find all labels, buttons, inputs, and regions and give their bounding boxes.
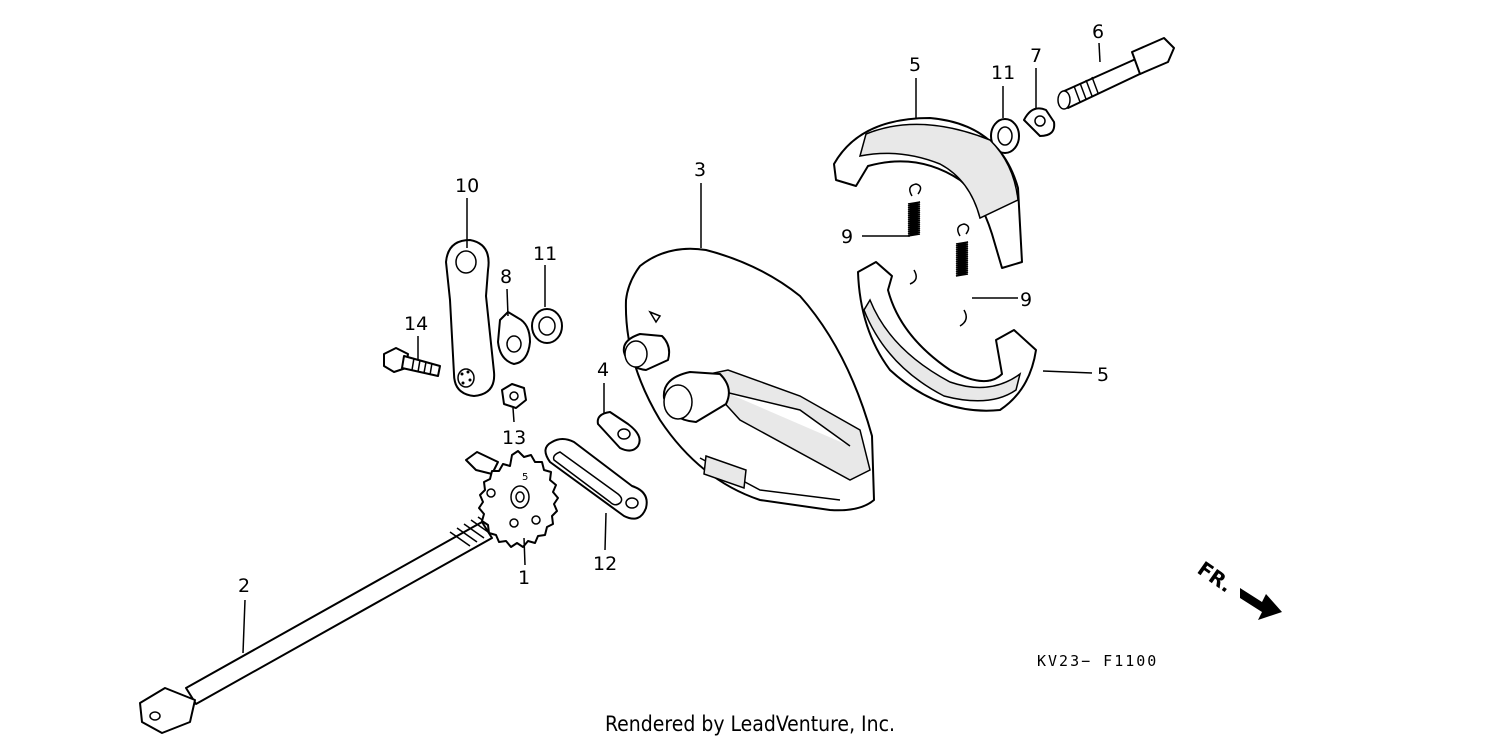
footer-credit: Rendered by LeadVenture, Inc. <box>605 712 895 736</box>
callout-8: 8 <box>500 266 512 288</box>
part-washer-small[interactable] <box>1023 107 1056 137</box>
part-brake-panel[interactable] <box>622 247 875 512</box>
direction-arrow-icon <box>1240 588 1282 620</box>
part-sprocket[interactable]: 5 <box>465 450 559 548</box>
diagram-code: KV23− F1100 <box>1037 652 1158 670</box>
callout-7: 7 <box>1030 45 1042 67</box>
part-brake-arm[interactable] <box>445 239 496 397</box>
part-nut[interactable] <box>501 383 527 409</box>
callout-1: 1 <box>518 567 530 589</box>
part-brake-shoe-upper[interactable] <box>833 117 1023 269</box>
callout-11-right: 11 <box>991 62 1015 84</box>
part-washer[interactable] <box>596 411 641 452</box>
part-bolt[interactable] <box>383 347 441 377</box>
callout-11-left: 11 <box>533 243 557 265</box>
callout-5-upper: 5 <box>909 54 921 76</box>
callout-9-right: 9 <box>1020 289 1032 311</box>
part-plate[interactable] <box>544 438 648 520</box>
part-brake-shoe-lower[interactable] <box>857 261 1037 412</box>
part-axle[interactable] <box>139 513 505 734</box>
callout-2: 2 <box>238 575 250 597</box>
callout-6: 6 <box>1092 21 1104 43</box>
part-spring-right[interactable] <box>955 223 970 327</box>
direction-label: FR. <box>1193 556 1237 597</box>
front-direction-indicator: FR. <box>1193 556 1282 620</box>
part-spring-left[interactable] <box>907 183 922 285</box>
sprocket-mark: 5 <box>522 472 528 483</box>
callouts: 1 2 3 4 5 5 6 7 8 9 9 10 11 11 12 13 14 <box>238 21 1109 597</box>
leader-lines <box>242 42 1101 654</box>
part-indicator-plate[interactable] <box>497 311 531 365</box>
callout-9-left: 9 <box>841 226 853 248</box>
callout-14: 14 <box>404 313 428 335</box>
callout-3: 3 <box>694 159 706 181</box>
callout-5-lower: 5 <box>1097 364 1109 386</box>
callout-10: 10 <box>455 175 479 197</box>
callout-13: 13 <box>502 427 526 449</box>
part-seal-right[interactable] <box>990 118 1020 154</box>
callout-12: 12 <box>593 553 617 575</box>
callout-4: 4 <box>597 359 609 381</box>
part-brake-cam[interactable] <box>1057 37 1175 110</box>
part-seal-left[interactable] <box>531 308 563 344</box>
